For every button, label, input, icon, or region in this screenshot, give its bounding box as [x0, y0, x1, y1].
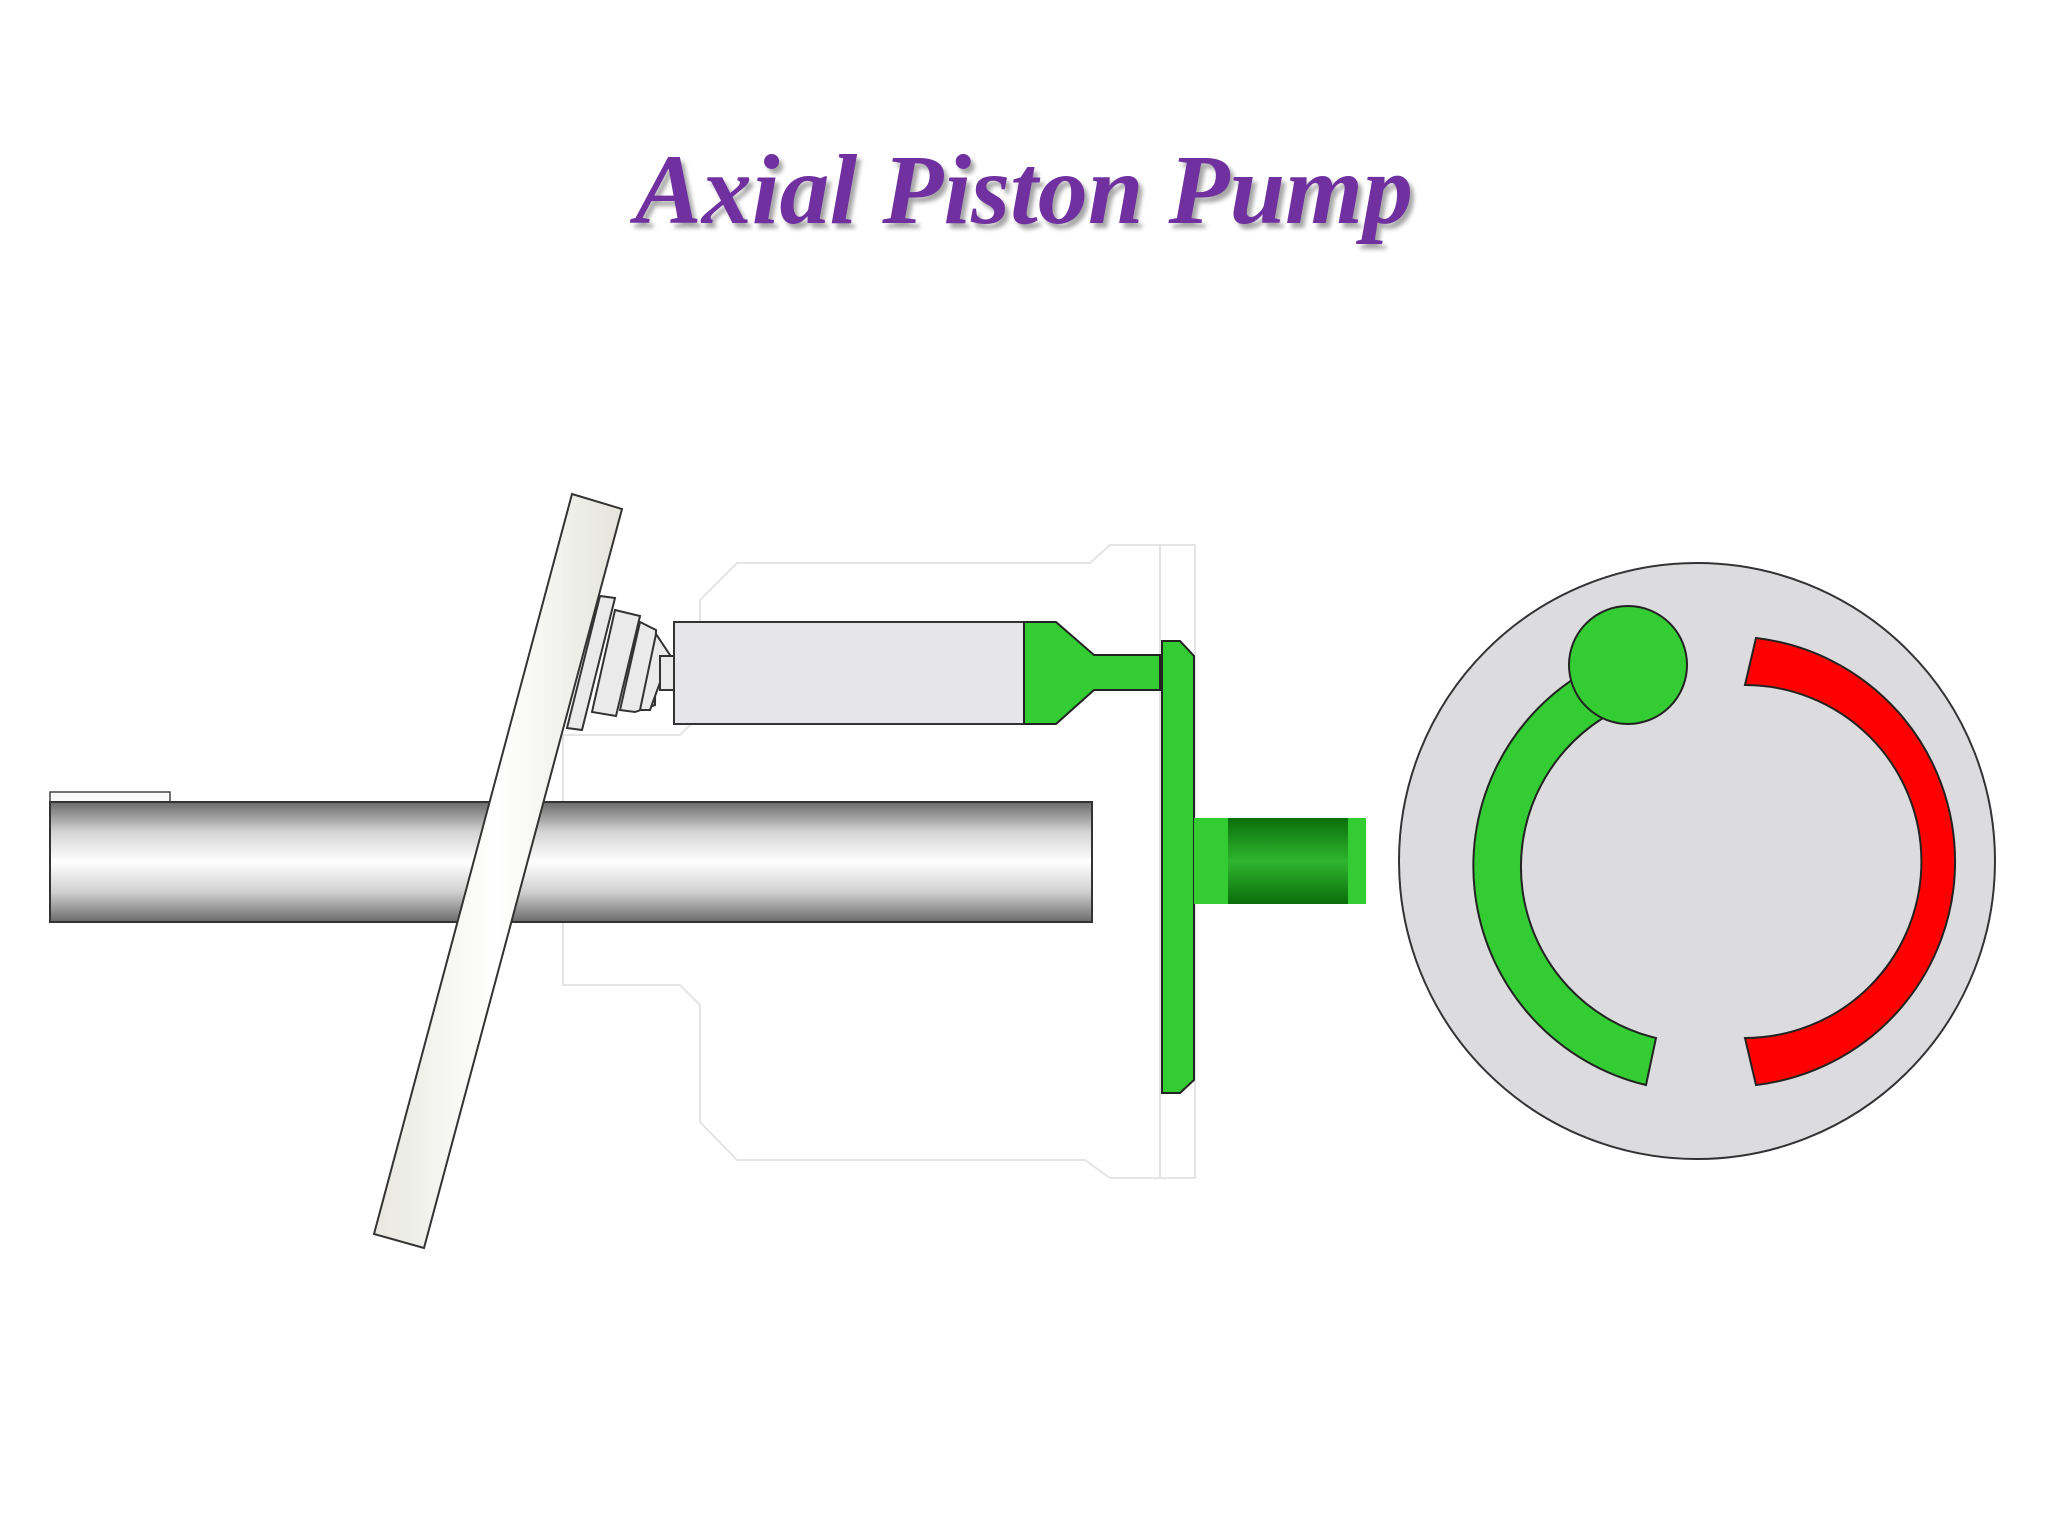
port-plate-icon: [1398, 562, 1996, 1160]
drive-shaft-icon: [49, 791, 1093, 923]
drive-shaft: [49, 801, 1093, 923]
piston-bore: [1568, 605, 1688, 725]
piston-shoe: [565, 594, 675, 732]
inlet-kidney: [1472, 671, 1658, 1087]
cylinder-fluid: [1023, 621, 1161, 725]
shaft-key: [49, 791, 171, 803]
outlet-port: [1194, 818, 1366, 904]
swash-plate-icon: [372, 492, 624, 1250]
port-plate-side: [1161, 640, 1195, 1094]
outlet-kidney: [1743, 636, 1956, 1087]
piston-icon: [673, 621, 1025, 725]
page-title: Axial Piston Pump: [635, 134, 1413, 245]
